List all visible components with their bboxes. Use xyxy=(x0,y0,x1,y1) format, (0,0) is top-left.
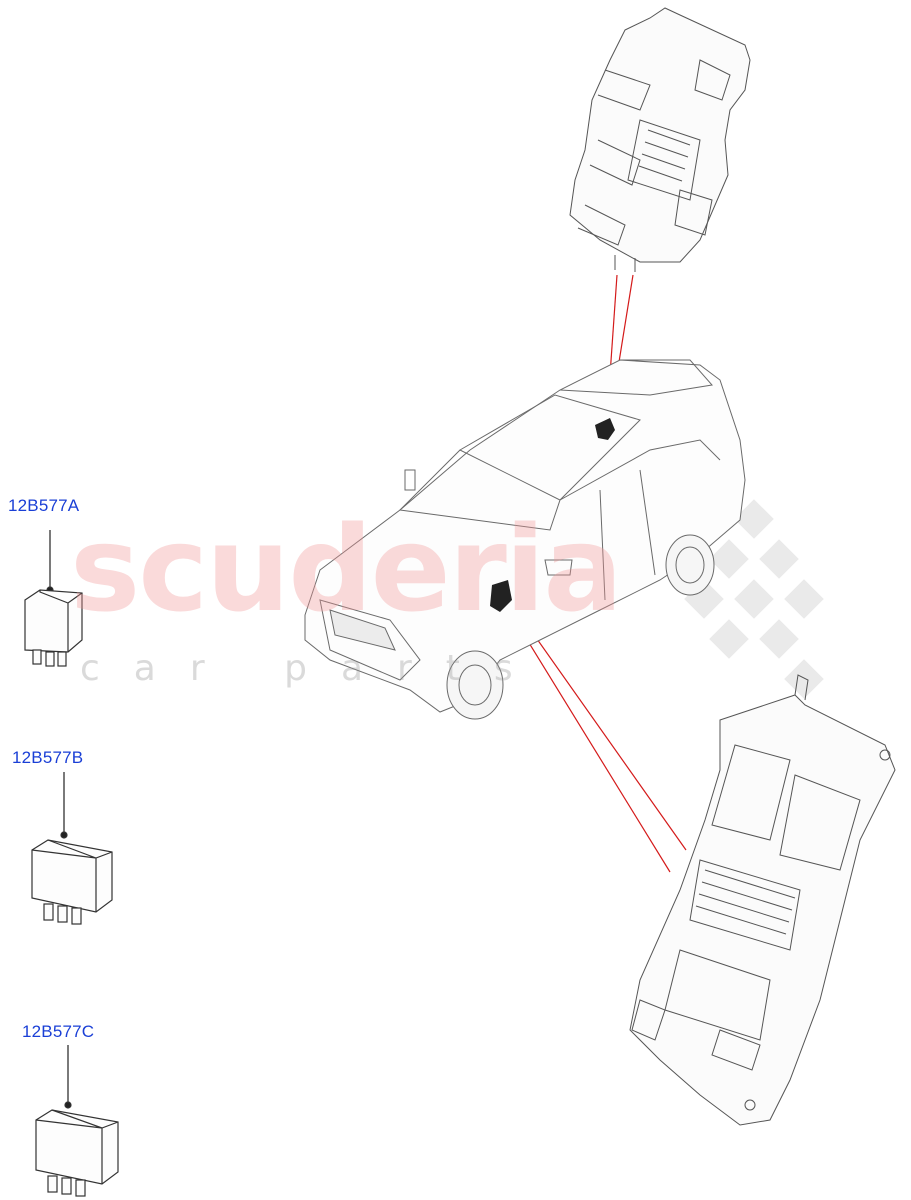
part-label-b[interactable]: 12B577B xyxy=(12,748,84,767)
module-location-roof xyxy=(595,418,615,440)
vehicle-outline xyxy=(304,359,746,720)
relay-12b577c xyxy=(35,1045,119,1197)
relay-12b577b xyxy=(31,772,113,925)
part-label-c[interactable]: 12B577C xyxy=(22,1022,95,1041)
watermark-checker xyxy=(634,499,824,699)
upper-control-module xyxy=(569,7,751,272)
part-label-a[interactable]: 12B577A xyxy=(8,496,80,515)
watermark-brand: scuderia xyxy=(70,500,623,638)
watermark-tagline: car parts xyxy=(80,648,547,689)
module-location-dash xyxy=(490,580,512,612)
lower-fuse-box xyxy=(629,674,896,1126)
relay-12b577a xyxy=(24,530,83,667)
